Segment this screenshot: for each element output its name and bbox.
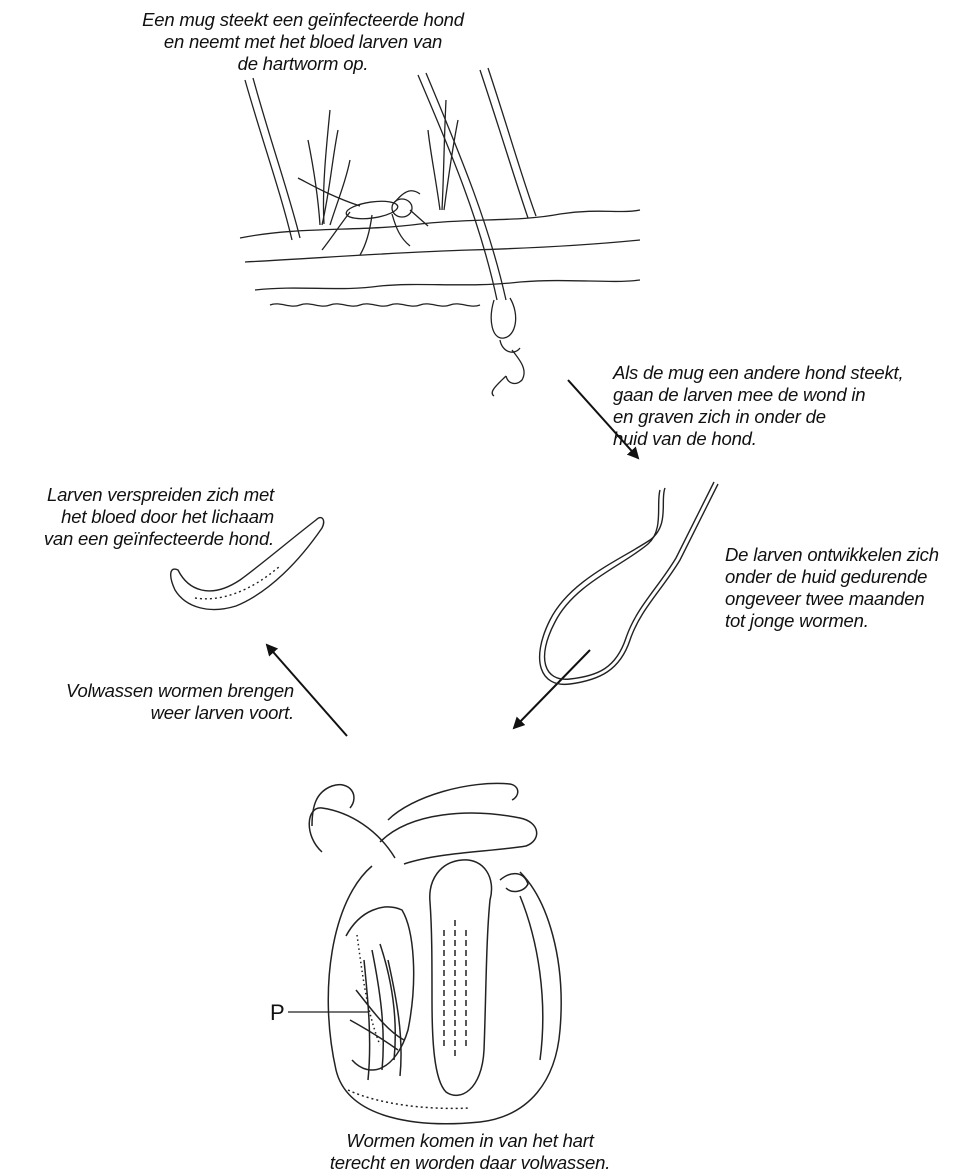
young-worm xyxy=(540,482,718,684)
caption-adult-worms: Volwassen wormen brengen weer larven voo… xyxy=(36,680,294,724)
arrow-skin-to-heart xyxy=(514,650,590,728)
caption-mosquito-bite: Een mug steekt een geïnfecteerde hond en… xyxy=(128,9,478,75)
caption-larvae-develop: De larven ontwikkelen zich onder de huid… xyxy=(725,544,963,632)
label-p: P xyxy=(270,1000,285,1026)
mosquito-skin-scene xyxy=(240,68,640,396)
caption-other-dog: Als de mug een andere hond steekt, gaan … xyxy=(613,362,963,450)
caption-larvae-spread: Larven verspreiden zich met het bloed do… xyxy=(6,484,274,550)
caption-heart: Wormen komen in van het hart terecht en … xyxy=(300,1130,640,1174)
heart xyxy=(288,783,561,1123)
